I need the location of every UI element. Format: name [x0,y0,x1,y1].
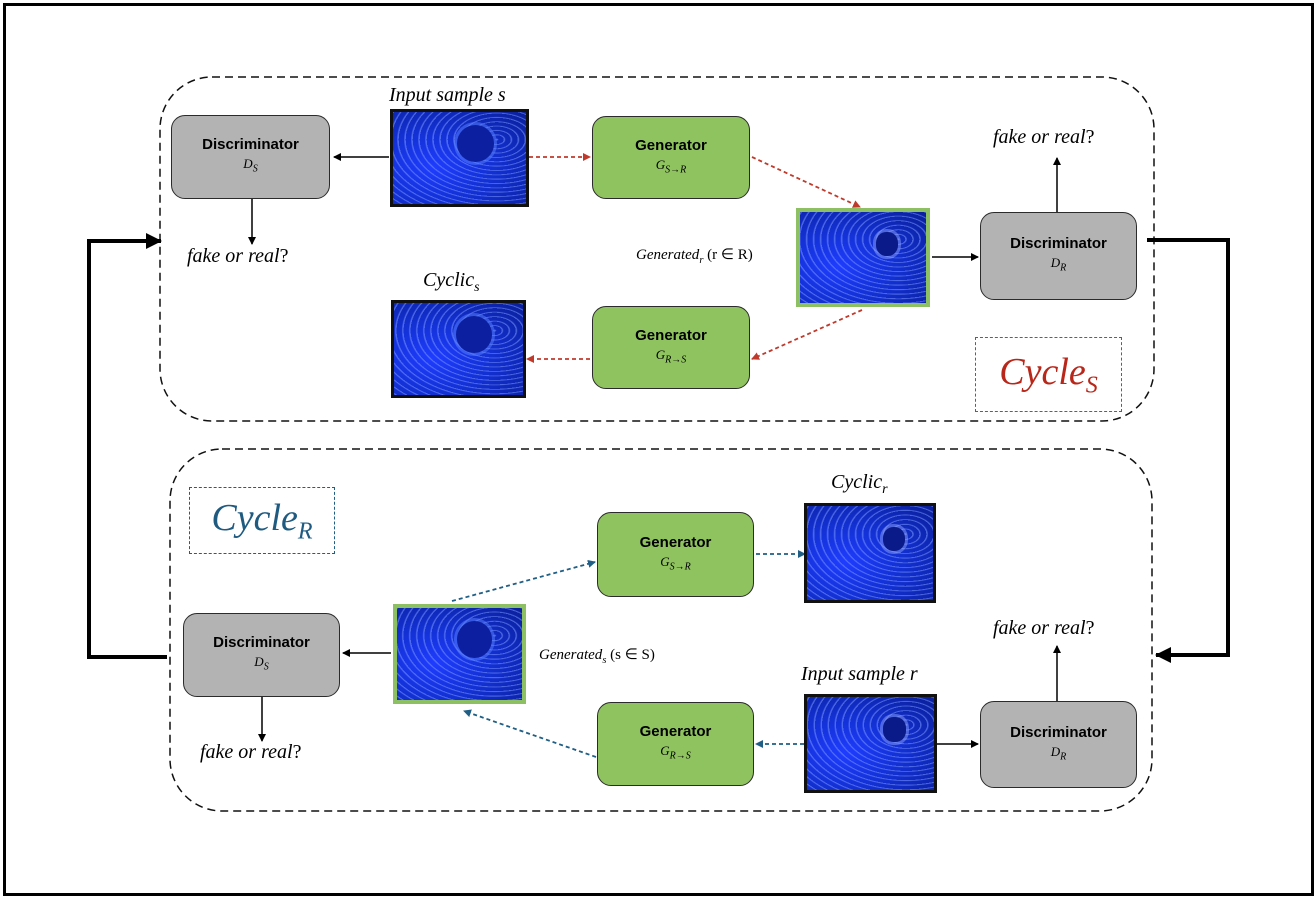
discriminator-label: Discriminator [1010,723,1107,741]
g-s-to-r-symbol: GS→R [655,156,687,176]
generator-s-to-r-top: Generator GS→R [592,116,750,199]
discriminator-ds-bottom: Discriminator DS [183,613,340,697]
dr-symbol: DR [1050,743,1067,763]
input-sample-s-label: Input sample s [389,84,506,106]
cyclic-s-image [391,300,526,398]
generator-label: Generator [635,326,707,344]
generator-r-to-s-top: Generator GR→S [592,306,750,389]
generated-s-image [393,604,526,704]
cycle-s-label: CycleS [999,350,1098,399]
cyclic-r-label: Cyclicr [831,471,888,497]
cycle-r-label: CycleR [211,496,313,545]
input-sample-s-image [390,109,529,207]
question-dr-top: fake or real? [993,126,1095,148]
arrow-loop-left [87,233,167,659]
cycle-s-group-outline [159,76,1155,422]
arrow-gen-to-generated-r [751,156,861,208]
generator-label: Generator [639,533,712,551]
cyclic-r-image [804,503,936,603]
discriminator-dr-bottom: Discriminator DR [980,701,1137,788]
g-r-to-s-symbol: GR→S [655,346,687,366]
generator-label: Generator [635,136,707,154]
arrow-gen-to-generated-s [463,709,597,758]
discriminator-dr-top: Discriminator DR [980,212,1137,300]
generated-r-label: Generatedr (r ∈ R) [636,247,753,266]
generator-label: Generator [639,723,712,741]
question-ds-top: fake or real? [187,245,289,267]
arrow-generated-r-to-gen [751,309,863,360]
discriminator-label: Discriminator [1010,235,1107,253]
generator-r-to-s-bottom: Generator GR→S [597,702,754,786]
input-sample-r-image [804,694,937,793]
g-r-to-s-symbol: GR→S [660,743,691,762]
discriminator-label: Discriminator [213,634,310,652]
generated-r-image [796,208,930,307]
cyclic-s-label: Cyclics [423,269,480,295]
discriminator-label: Discriminator [202,136,299,154]
dr-symbol: DR [1050,255,1067,274]
generator-s-to-r-bottom: Generator GS→R [597,512,754,597]
outer-frame [3,3,1314,896]
generated-s-label: Generateds (s ∈ S) [539,647,655,666]
input-sample-r-label: Input sample r [801,663,918,685]
discriminator-ds-top: Discriminator DS [171,115,330,199]
arrow-generated-s-to-gen [451,559,596,602]
arrow-loop-right [1147,238,1230,663]
g-s-to-r-symbol: GS→R [660,553,691,573]
question-ds-bottom: fake or real? [200,741,302,763]
ds-symbol: DS [254,654,269,673]
cycle-s-label-box: CycleS [975,337,1122,412]
cycle-r-label-box: CycleR [189,487,335,554]
question-dr-bottom: fake or real? [993,617,1095,639]
ds-symbol: DS [243,156,258,175]
